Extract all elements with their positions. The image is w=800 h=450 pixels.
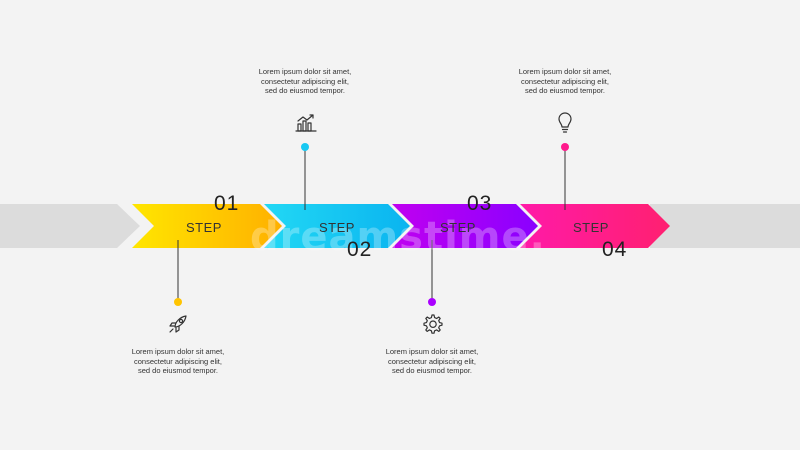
step-2-description-line-3: sed do eiusmod tempor.: [264, 86, 346, 95]
step-1-description-line-1: Lorem ipsum dolor sit amet,: [131, 347, 225, 356]
step-arrow-4: [520, 204, 670, 248]
step-4-description-line-2: consectetur adipiscing elit,: [521, 76, 609, 86]
step-1-description-line-3: sed do eiusmod tempor.: [137, 366, 219, 375]
step-label-2: STEP: [319, 220, 355, 235]
step-4-description-line-1: Lorem ipsum dolor sit amet,: [518, 67, 612, 76]
step-label-4: STEP: [573, 220, 609, 235]
connector-dot-step-1: [174, 298, 182, 306]
step-2-description-line-1: Lorem ipsum dolor sit amet,: [258, 67, 352, 76]
step-arrow-2: [264, 204, 410, 248]
step-3-description: Lorem ipsum dolor sit amet, consectetur …: [362, 347, 502, 376]
background-band-right: [650, 204, 800, 248]
step-4-description: Lorem ipsum dolor sit amet, consectetur …: [495, 67, 635, 96]
step-label-3: STEP: [440, 220, 476, 235]
step-arrow-3: [392, 204, 538, 248]
chart-icon: [295, 114, 317, 132]
rocket-icon: [169, 315, 187, 333]
step-3-description-line-2: consectetur adipiscing elit,: [388, 356, 476, 366]
step-1-description-line-2: consectetur adipiscing elit,: [134, 356, 222, 366]
step-2-description-line-2: consectetur adipiscing elit,: [261, 76, 349, 86]
lightbulb-icon: [558, 112, 572, 133]
step-3-description-line-3: sed do eiusmod tempor.: [391, 366, 473, 375]
step-number-4: 04: [602, 238, 628, 261]
step-1-description: Lorem ipsum dolor sit amet, consectetur …: [108, 347, 248, 376]
step-label-1: STEP: [186, 220, 222, 235]
gear-icon: [423, 314, 443, 334]
watermark: dreamstime.: [250, 214, 546, 260]
background-band-left: [0, 204, 140, 248]
step-4-description-line-3: sed do eiusmod tempor.: [524, 86, 606, 95]
connector-dot-step-3: [428, 298, 436, 306]
step-number-1: 01: [214, 192, 240, 215]
step-2-description: Lorem ipsum dolor sit amet, consectetur …: [235, 67, 375, 96]
step-arrow-1: [132, 204, 282, 248]
step-3-description-line-1: Lorem ipsum dolor sit amet,: [385, 347, 479, 356]
connector-dot-step-4: [561, 143, 569, 151]
step-number-3: 03: [467, 192, 493, 215]
connector-dot-step-2: [301, 143, 309, 151]
step-number-2: 02: [347, 238, 373, 261]
